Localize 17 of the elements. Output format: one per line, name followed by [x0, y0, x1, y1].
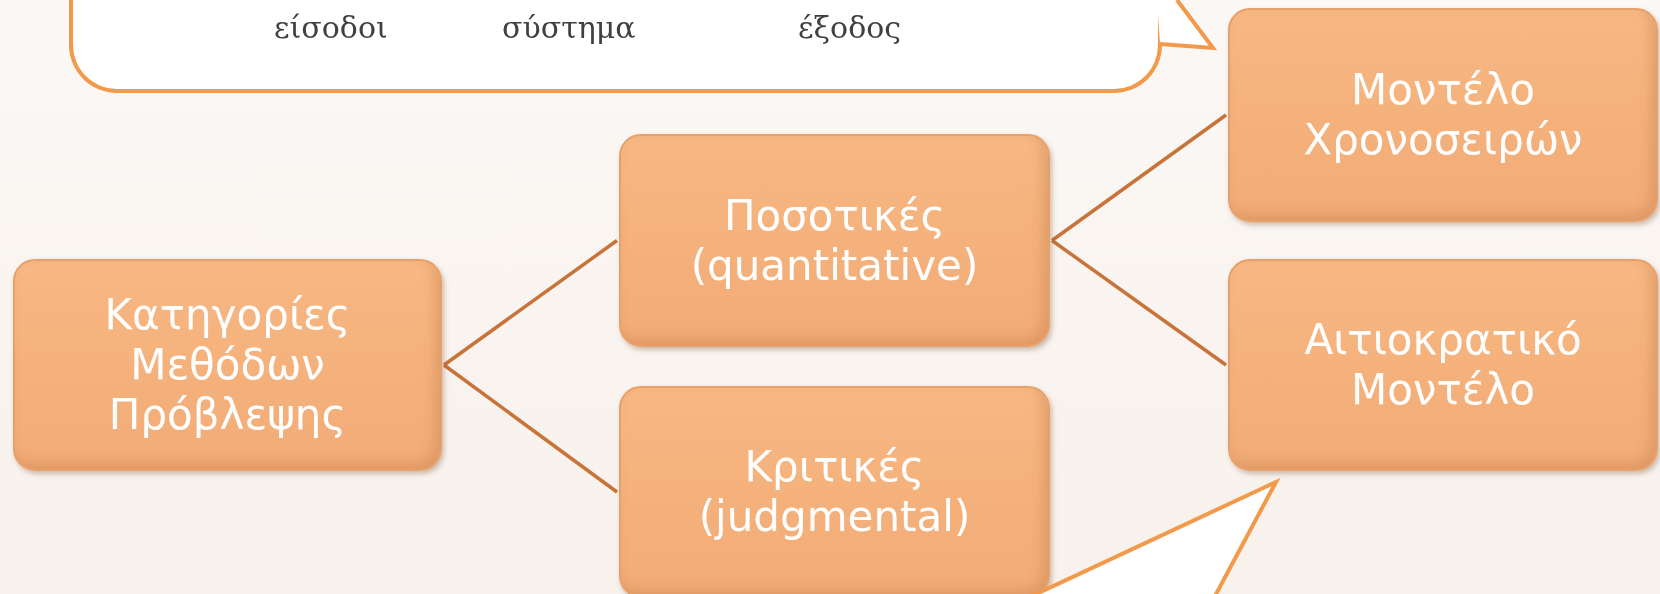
bubble-text: σύστημα — [502, 9, 636, 47]
bubble-text: έξοδος — [798, 9, 902, 47]
category-box — [619, 134, 1050, 347]
connector-line — [442, 239, 619, 367]
box-label: Κατηγορίες Μεθόδων Πρόβλεψης — [103, 290, 352, 440]
bubble-text: είσοδοι — [274, 9, 388, 47]
box-label: Κριτικές (judgmental) — [697, 442, 972, 542]
box-label: Αιτιοκρατικό Μοντέλο — [1303, 315, 1583, 415]
connector-line — [1051, 239, 1227, 367]
box-label: Μοντέλο Χρονοσειρών — [1302, 65, 1584, 165]
connector-line — [1050, 113, 1228, 242]
connector-line — [442, 363, 619, 494]
category-box — [1228, 259, 1658, 471]
category-box — [619, 386, 1050, 594]
box-label: Ποσοτικές (quantitative) — [689, 190, 980, 291]
category-box — [13, 259, 442, 471]
category-box — [1228, 8, 1658, 222]
